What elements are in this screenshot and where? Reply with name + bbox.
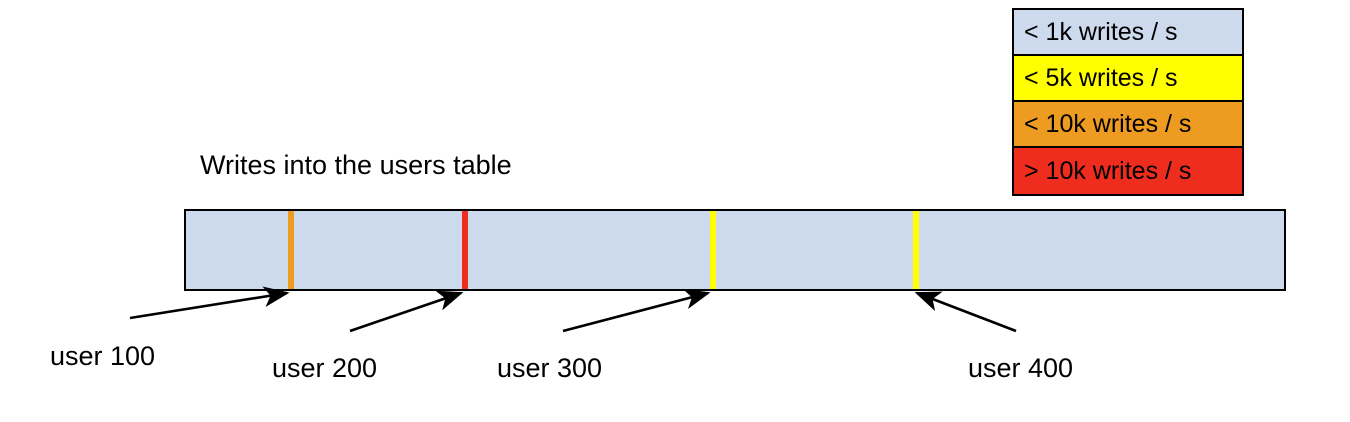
legend-item-label: < 1k writes / s	[1024, 17, 1178, 46]
legend-item-label: < 10k writes / s	[1024, 109, 1192, 138]
stripe-user-200	[462, 211, 468, 289]
legend-item-label: < 5k writes / s	[1024, 63, 1178, 92]
write-rate-legend: < 1k writes / s < 5k writes / s < 10k wr…	[1012, 8, 1244, 196]
legend-item-lt-5k: < 5k writes / s	[1014, 56, 1242, 102]
stripe-user-400	[913, 211, 919, 289]
arrow-user-100	[129, 286, 290, 320]
stripe-user-100	[288, 211, 294, 289]
legend-item-lt-10k: < 10k writes / s	[1014, 102, 1242, 148]
stripe-user-300	[710, 211, 716, 289]
callout-user-400: user 400	[968, 353, 1074, 383]
arrow-user-200	[349, 290, 464, 333]
legend-item-lt-1k: < 1k writes / s	[1014, 10, 1242, 56]
chart-title: Writes into the users table	[200, 150, 512, 180]
arrow-user-300	[562, 288, 711, 333]
legend-item-gt-10k: > 10k writes / s	[1014, 148, 1242, 194]
legend-item-label: > 10k writes / s	[1024, 156, 1192, 185]
callout-user-200: user 200	[272, 353, 378, 383]
users-table-keyspace-bar	[184, 209, 1286, 291]
callout-user-300: user 300	[497, 353, 603, 383]
callout-user-100: user 100	[50, 341, 156, 371]
arrow-user-400	[914, 291, 1017, 333]
